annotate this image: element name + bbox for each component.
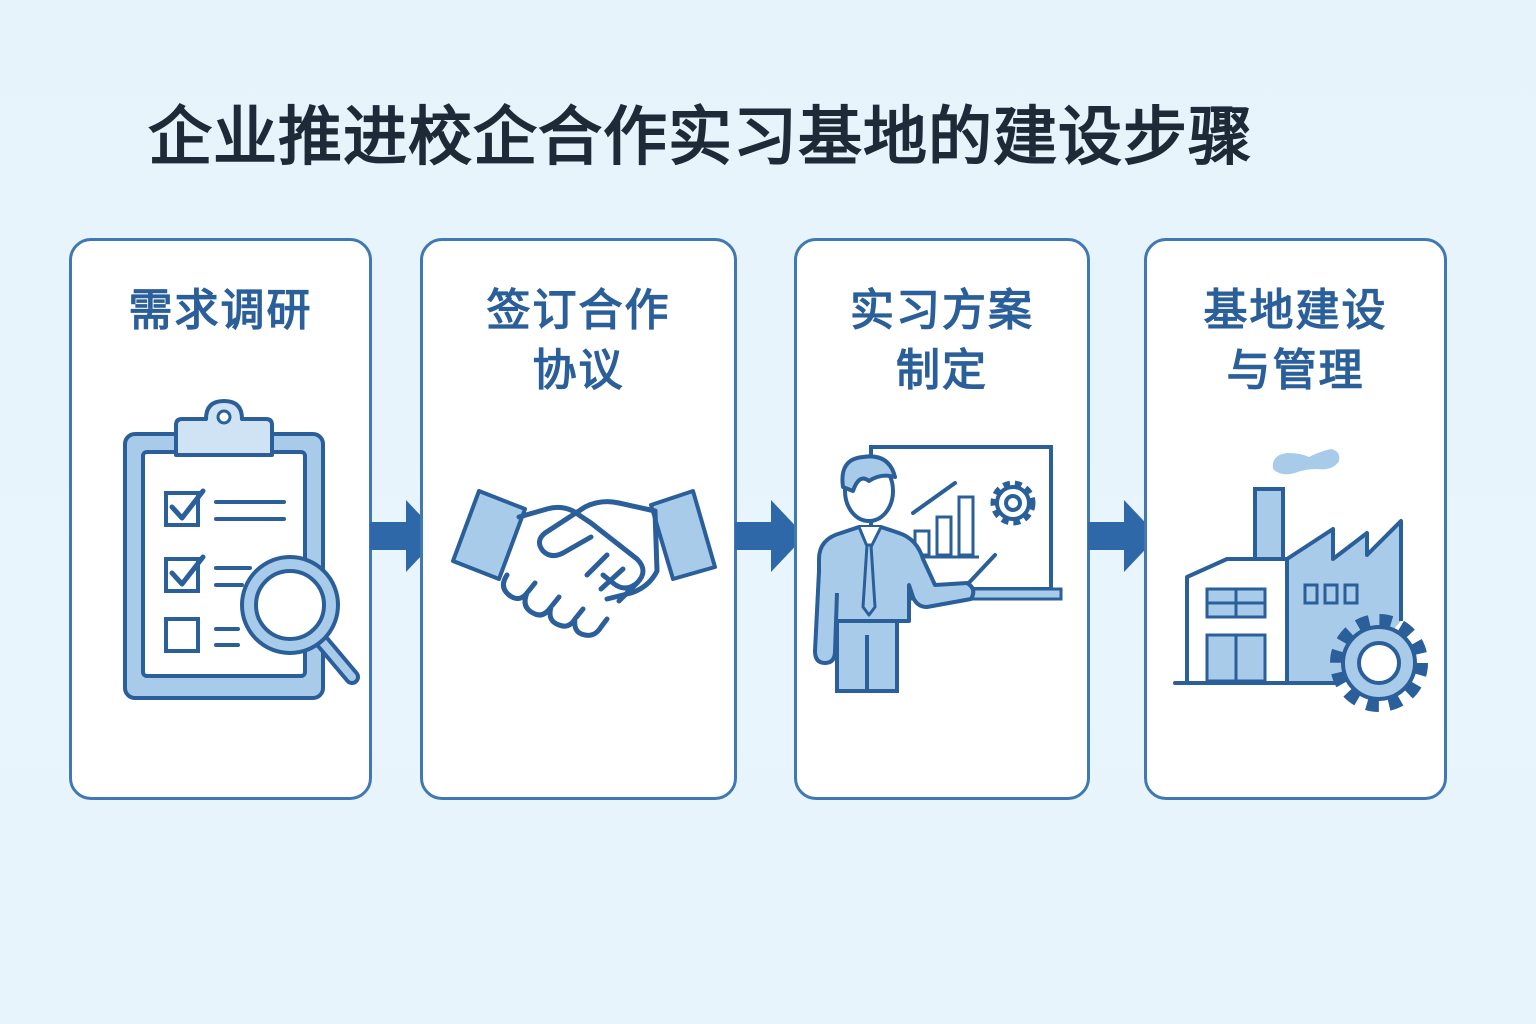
clipboard-checklist-magnifier-icon [123, 399, 360, 700]
arrow-right-icon [1088, 500, 1158, 572]
factory-gear-icon [1173, 449, 1428, 712]
step-label: 实习方案 制定 [850, 285, 1034, 396]
step-label: 需求调研 [128, 285, 313, 336]
handshake-icon [451, 489, 717, 638]
step-label: 签订合作 协议 [486, 285, 671, 396]
step-card-research: 需求调研 [69, 238, 372, 800]
step-card-agreement: 签订合作 协议 [420, 238, 737, 800]
page-title: 企业推进校企合作实习基地的建设步骤 [148, 101, 1253, 175]
presenter-whiteboard-icon [813, 445, 1063, 693]
step-label: 基地建设 与管理 [1203, 285, 1388, 396]
step-card-plan: 实习方案 制定 [794, 238, 1090, 800]
arrow-right-icon [735, 500, 805, 572]
step-card-construction: 基地建设 与管理 [1144, 238, 1447, 800]
